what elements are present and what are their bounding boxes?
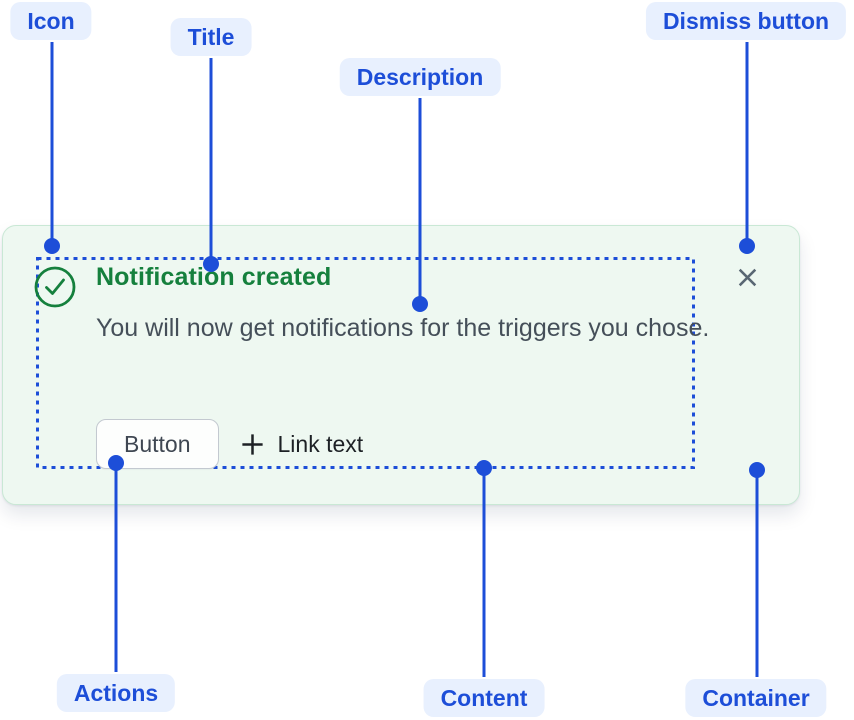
annotation-label-actions: Actions: [56, 674, 176, 712]
annotation-label-title: Title: [170, 18, 252, 56]
check-circle-icon: [34, 266, 76, 308]
plus-icon: [241, 433, 263, 455]
annotation-label-dismiss: Dismiss button: [645, 2, 847, 40]
annotation-label-icon: Icon: [10, 2, 92, 40]
annotation-label-description: Description: [339, 58, 501, 96]
dismiss-button[interactable]: [729, 259, 765, 295]
notification-title: Notification created: [96, 263, 332, 291]
notification-description: You will now get notifications for the t…: [96, 314, 710, 342]
actions-row: Button Link text: [96, 419, 363, 469]
close-icon: [738, 268, 756, 286]
action-button[interactable]: Button: [96, 419, 219, 469]
link-text: Link text: [277, 430, 364, 457]
annotation-label-container: Container: [685, 679, 827, 717]
link-action[interactable]: Link text: [239, 430, 364, 458]
annotation-label-content: Content: [423, 679, 545, 717]
